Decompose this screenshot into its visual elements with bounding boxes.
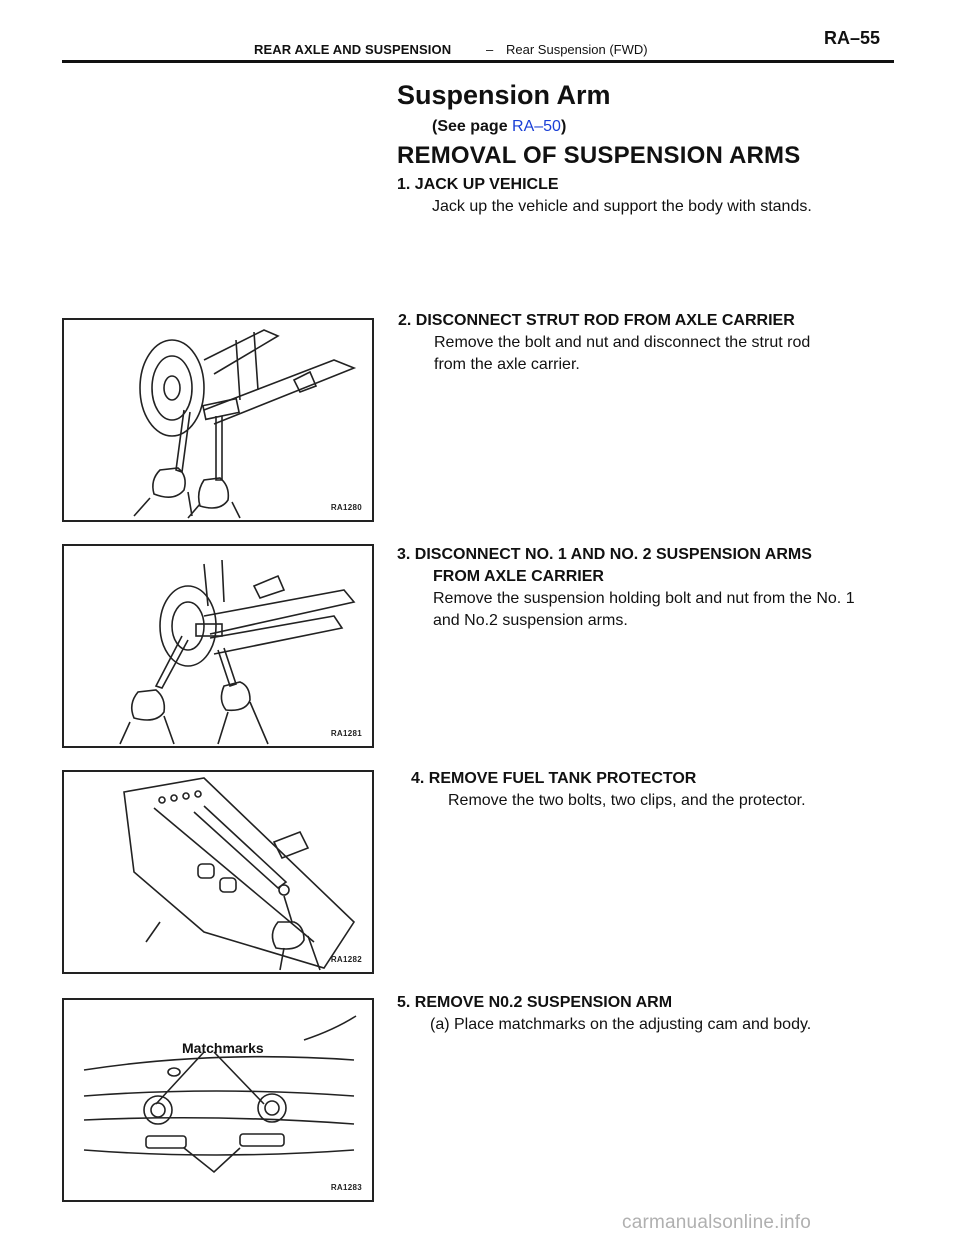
step-4-heading: 4. REMOVE FUEL TANK PROTECTOR [411,770,697,787]
step-2: 2. DISCONNECT STRUT ROD FROM AXLE CARRIE… [398,310,810,376]
watermark: carmanualsonline.info [622,1212,812,1233]
header-rule [62,60,894,63]
step-5: 5. REMOVE N0.2 SUSPENSION ARM (a) Place … [397,992,811,1036]
step-3-text-line-2: and No.2 suspension arms. [433,612,628,629]
figure-matchmarks: Matchmarks RA1283 [62,998,374,1202]
figure-code: RA1282 [330,955,362,964]
figure-strut-rod: RA1280 [62,318,374,522]
page-number: RA–55 [824,28,881,48]
strut-rod-illustration [133,329,357,519]
step-3-heading-line-2: FROM AXLE CARRIER [433,568,604,585]
figure-code: RA1281 [330,729,362,738]
header-section: REAR AXLE AND SUSPENSION [254,42,452,57]
step-4: 4. REMOVE FUEL TANK PROTECTOR Remove the… [411,768,806,812]
section-heading: REMOVAL OF SUSPENSION ARMS [397,142,801,169]
page-title: Suspension Arm [397,80,611,110]
step-3-text-line-1: Remove the suspension holding bolt and n… [433,590,855,607]
step-5-heading: 5. REMOVE N0.2 SUSPENSION ARM [397,994,673,1011]
header-separator: – [486,42,494,57]
step-3-heading: 3. DISCONNECT NO. 1 AND NO. 2 SUSPENSION… [397,546,812,563]
figure-code: RA1283 [330,1183,362,1192]
header-subsection: Rear Suspension (FWD) [506,42,648,57]
step-2-heading: 2. DISCONNECT STRUT ROD FROM AXLE CARRIE… [398,312,795,329]
step-2-text-line-2: from the axle carrier. [434,356,580,373]
step-3: 3. DISCONNECT NO. 1 AND NO. 2 SUSPENSION… [397,544,855,632]
matchmarks-illustration [83,1015,357,1174]
see-page-reference: (See page RA–50) [432,118,567,135]
step-1-text: Jack up the vehicle and support the body… [432,198,812,215]
matchmarks-label: Matchmarks [182,1040,264,1056]
step-5-text: (a) Place matchmarks on the adjusting ca… [430,1016,812,1033]
see-page-link[interactable]: RA–50 [512,118,561,135]
step-1-heading: 1. JACK UP VEHICLE [397,176,559,193]
figure-suspension-arms: RA1281 [62,544,374,748]
step-4-text: Remove the two bolts, two clips, and the… [448,792,806,809]
fuel-tank-protector-illustration [123,777,356,971]
step-1: 1. JACK UP VEHICLE Jack up the vehicle a… [397,174,812,218]
step-2-text-line-1: Remove the bolt and nut and disconnect t… [434,334,811,351]
suspension-arms-illustration [119,559,356,745]
figure-code: RA1280 [330,503,362,512]
figure-fuel-tank-protector: RA1282 [62,770,374,974]
